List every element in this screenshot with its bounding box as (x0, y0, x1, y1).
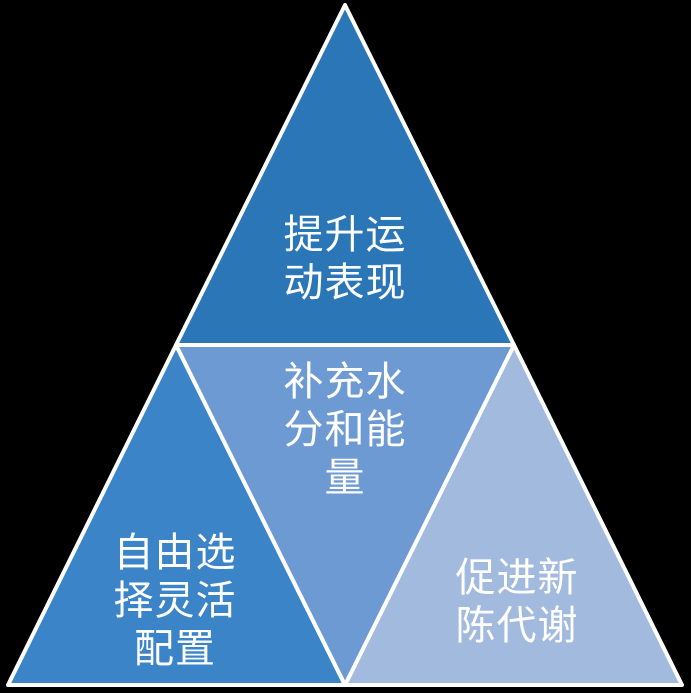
pyramid-section-top (174, 3, 516, 347)
pyramid-section-center (174, 343, 516, 687)
